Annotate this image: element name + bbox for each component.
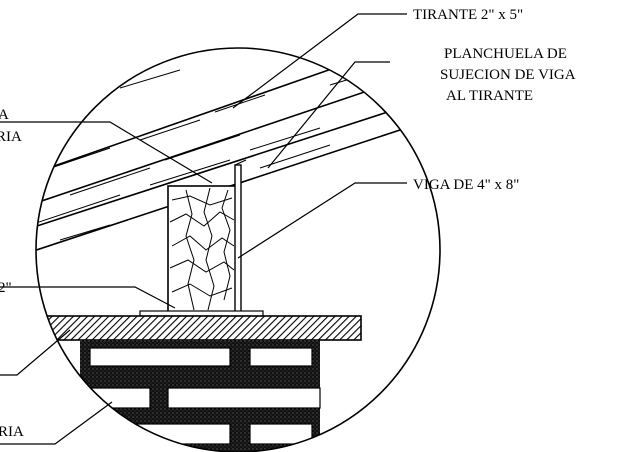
label-planchuela-line3: AL TIRANTE: [446, 88, 533, 104]
label-left-partial-3: 2": [0, 280, 12, 296]
masonry-wall: [79, 340, 321, 452]
label-left-partial-1: A: [0, 107, 9, 123]
concrete-bond-beam: [37, 315, 362, 341]
beam: [167, 185, 237, 313]
label-viga: VIGA DE 4" x 8": [413, 177, 519, 193]
rafter: [36, 48, 401, 263]
label-left-partial-4: RIA: [0, 424, 24, 440]
label-planchuela-line1: PLANCHUELA DE: [444, 46, 567, 62]
label-planchuela-line2: SUJECION DE VIGA: [440, 67, 576, 83]
label-left-partial-2: RIA: [0, 129, 22, 145]
leader-lines: [0, 13, 407, 445]
label-tirante: TIRANTE 2" x 5": [413, 7, 523, 23]
detail-contents: [36, 48, 401, 452]
detail-circle: [35, 47, 441, 452]
steel-strap: [234, 159, 247, 314]
